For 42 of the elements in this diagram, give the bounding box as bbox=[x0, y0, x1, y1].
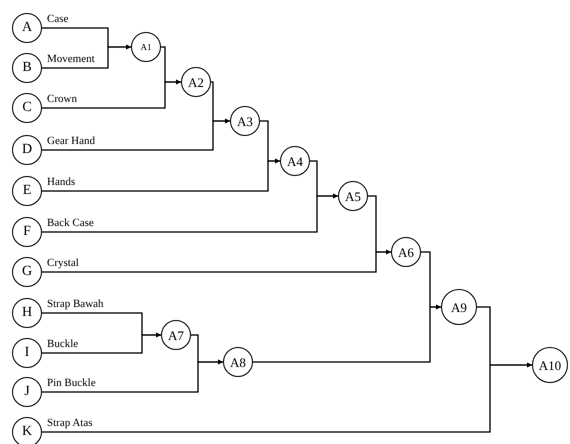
circle-node: A bbox=[12, 13, 42, 43]
circle-node: A1 bbox=[131, 32, 161, 62]
connector-arrow bbox=[42, 360, 223, 393]
edge-label: Crown bbox=[46, 94, 78, 105]
circle-node: A10 bbox=[532, 347, 568, 383]
connector-arrow bbox=[42, 250, 391, 273]
edge-label: Strap Bawah bbox=[46, 299, 105, 310]
connector-arrow bbox=[42, 332, 161, 354]
circle-node: E bbox=[12, 176, 42, 206]
connector-arrow bbox=[42, 80, 181, 109]
edge-label: Hands bbox=[46, 177, 76, 188]
edge-label: Pin Buckle bbox=[46, 378, 97, 389]
connector-arrow bbox=[42, 362, 532, 433]
circle-node: K bbox=[12, 417, 42, 444]
circle-node: A6 bbox=[391, 237, 421, 267]
circle-node: A2 bbox=[181, 67, 211, 97]
edge-label: Movement bbox=[46, 54, 96, 65]
edge-label: Gear Hand bbox=[46, 136, 96, 147]
connector-arrow bbox=[42, 44, 131, 69]
edge-label: Crystal bbox=[46, 258, 80, 269]
edge-label: Case bbox=[46, 14, 70, 25]
edge-label: Strap Atas bbox=[46, 418, 94, 429]
circle-node: A9 bbox=[441, 289, 477, 325]
connector-arrow bbox=[42, 194, 338, 233]
circle-node: F bbox=[12, 217, 42, 247]
connector-arrow bbox=[253, 304, 441, 363]
circle-node: G bbox=[12, 257, 42, 287]
edge-label: Back Case bbox=[46, 218, 95, 229]
circle-node: J bbox=[12, 377, 42, 407]
circle-node: A4 bbox=[280, 146, 310, 176]
circle-node: A3 bbox=[230, 106, 260, 136]
circle-node: D bbox=[12, 135, 42, 165]
circle-node: B bbox=[12, 53, 42, 83]
edge-label: Buckle bbox=[46, 339, 80, 350]
circle-node: A8 bbox=[223, 347, 253, 377]
circle-node: A5 bbox=[338, 181, 368, 211]
circle-node: A7 bbox=[161, 320, 191, 350]
circle-node: C bbox=[12, 93, 42, 123]
circle-node: H bbox=[12, 298, 42, 328]
circle-node: I bbox=[12, 338, 42, 368]
connector-arrow bbox=[42, 118, 230, 151]
connector-arrow bbox=[42, 158, 280, 192]
